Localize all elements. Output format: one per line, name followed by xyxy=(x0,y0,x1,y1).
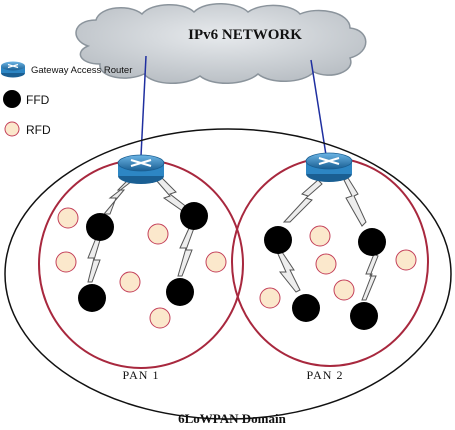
legend-router-label: Gateway Access Router xyxy=(31,65,132,76)
ffd-node xyxy=(350,302,378,330)
ffd-node xyxy=(86,213,114,241)
gateway-router-pan-1 xyxy=(117,154,165,184)
rfd-node xyxy=(205,251,227,273)
ffd-node xyxy=(264,226,292,254)
pan-2-label: PAN 2 xyxy=(307,368,344,382)
wireless-link-icon xyxy=(102,175,137,215)
ffd-node xyxy=(180,202,208,230)
wireless-link-icon xyxy=(277,251,301,293)
domain-label: 6LoWPAN Domain xyxy=(178,411,287,426)
wireless-link-icon xyxy=(282,179,323,223)
rfd-node xyxy=(395,249,417,271)
ffd-nodes xyxy=(78,202,386,330)
ffd-node-icon xyxy=(3,90,21,108)
rfd-node xyxy=(333,279,355,301)
legend: Gateway Access Router FFD RFD xyxy=(1,61,132,137)
wireless-link-icon xyxy=(343,177,367,227)
wireless-link-icon xyxy=(155,175,189,213)
router-icon xyxy=(1,61,25,78)
pan-1-label: PAN 1 xyxy=(123,368,160,382)
rfd-node xyxy=(57,207,79,229)
uplink-pan-2 xyxy=(310,59,327,156)
wireless-link-icon xyxy=(361,253,379,301)
rfd-node xyxy=(147,223,169,245)
gateway-router-pan-2 xyxy=(305,152,353,182)
legend-rfd-label: RFD xyxy=(26,123,51,137)
legend-ffd-label: FFD xyxy=(26,93,50,107)
wireless-links xyxy=(87,175,379,301)
rfd-node-icon xyxy=(4,121,20,137)
rfd-node xyxy=(119,271,141,293)
ffd-node xyxy=(292,294,320,322)
ffd-node xyxy=(78,284,106,312)
rfd-node xyxy=(149,307,171,329)
ffd-node xyxy=(166,278,194,306)
uplink-pan-1 xyxy=(140,55,147,157)
rfd-node xyxy=(315,253,337,275)
wireless-link-icon xyxy=(87,237,101,283)
6lowpan-domain-boundary xyxy=(4,128,452,420)
rfd-node xyxy=(259,287,281,309)
wireless-link-icon xyxy=(177,225,195,277)
ffd-node xyxy=(358,228,386,256)
rfd-node xyxy=(55,251,77,273)
rfd-node xyxy=(309,225,331,247)
cloud-label: IPv6 NETWORK xyxy=(188,27,302,43)
ipv6-network-cloud: IPv6 NETWORK xyxy=(75,3,367,84)
rfd-nodes xyxy=(55,207,417,329)
